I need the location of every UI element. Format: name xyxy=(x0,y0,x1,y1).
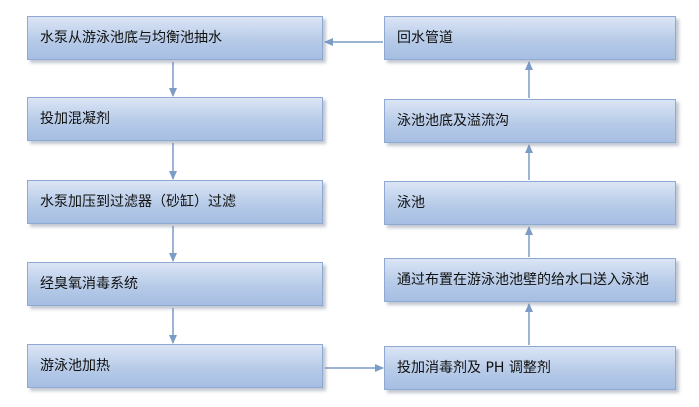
step-box-add-coagulant: 投加混凝剂 xyxy=(27,97,323,141)
step-label: 水泵加压到过滤器（砂缸）过滤 xyxy=(40,194,236,210)
step-box-pool-bottom-overflow: 泳池池底及溢流沟 xyxy=(384,99,676,143)
step-label: 泳池 xyxy=(397,195,425,211)
step-label: 游泳池加热 xyxy=(40,358,110,374)
step-box-add-disinfectant-ph: 投加消毒剂及 PH 调整剂 xyxy=(384,346,676,390)
step-label: 投加消毒剂及 PH 调整剂 xyxy=(397,360,551,376)
step-box-pressurize-filter: 水泵加压到过滤器（砂缸）过滤 xyxy=(27,180,323,224)
step-label: 泳池池底及溢流沟 xyxy=(397,113,509,129)
step-box-return-pipe: 回水管道 xyxy=(384,16,676,60)
step-box-pump-draw-water: 水泵从游泳池底与均衡池抽水 xyxy=(27,16,323,60)
step-box-inlet-to-pool: 通过布置在游泳池池壁的给水口送入泳池 xyxy=(384,258,676,302)
step-label: 经臭氧消毒系统 xyxy=(40,276,138,292)
step-label: 回水管道 xyxy=(397,30,453,46)
step-box-pool-heating: 游泳池加热 xyxy=(27,344,323,388)
step-label: 水泵从游泳池底与均衡池抽水 xyxy=(40,30,222,46)
step-label: 通过布置在游泳池池壁的给水口送入泳池 xyxy=(397,272,649,288)
step-label: 投加混凝剂 xyxy=(40,111,110,127)
step-box-ozone-disinfection: 经臭氧消毒系统 xyxy=(27,262,323,306)
step-box-pool: 泳池 xyxy=(384,181,676,225)
